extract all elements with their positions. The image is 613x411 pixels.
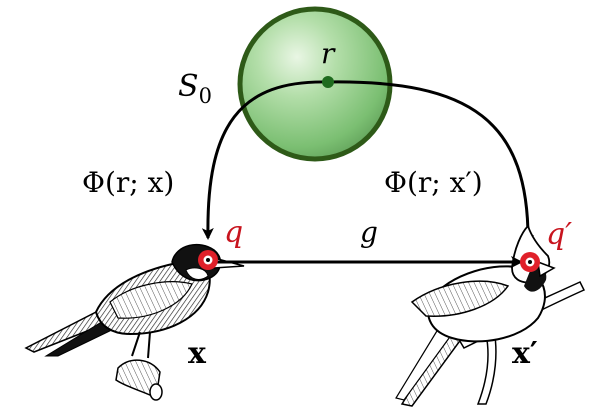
bird-icon	[24, 243, 245, 401]
cardinal-bird-icon	[395, 224, 586, 407]
phi-right-label: Φ(r; x′)	[384, 166, 483, 199]
phi-left-label: Φ(r; x)	[82, 166, 174, 199]
point-q-prime-label: q′	[546, 217, 572, 252]
map-g-label: g	[360, 216, 378, 249]
sphere-point-label: r	[321, 37, 336, 70]
image-right-label: x′	[512, 336, 538, 371]
point-q-prime-marker	[520, 252, 540, 272]
sphere-point-r	[322, 76, 334, 88]
image-left-label: x	[188, 336, 207, 371]
sphere-label: S0	[178, 69, 212, 108]
phi-right-arrow	[327, 80, 535, 247]
point-q-marker	[198, 250, 218, 270]
point-q-label: q	[224, 215, 243, 250]
phi-left-arrow	[201, 80, 329, 240]
